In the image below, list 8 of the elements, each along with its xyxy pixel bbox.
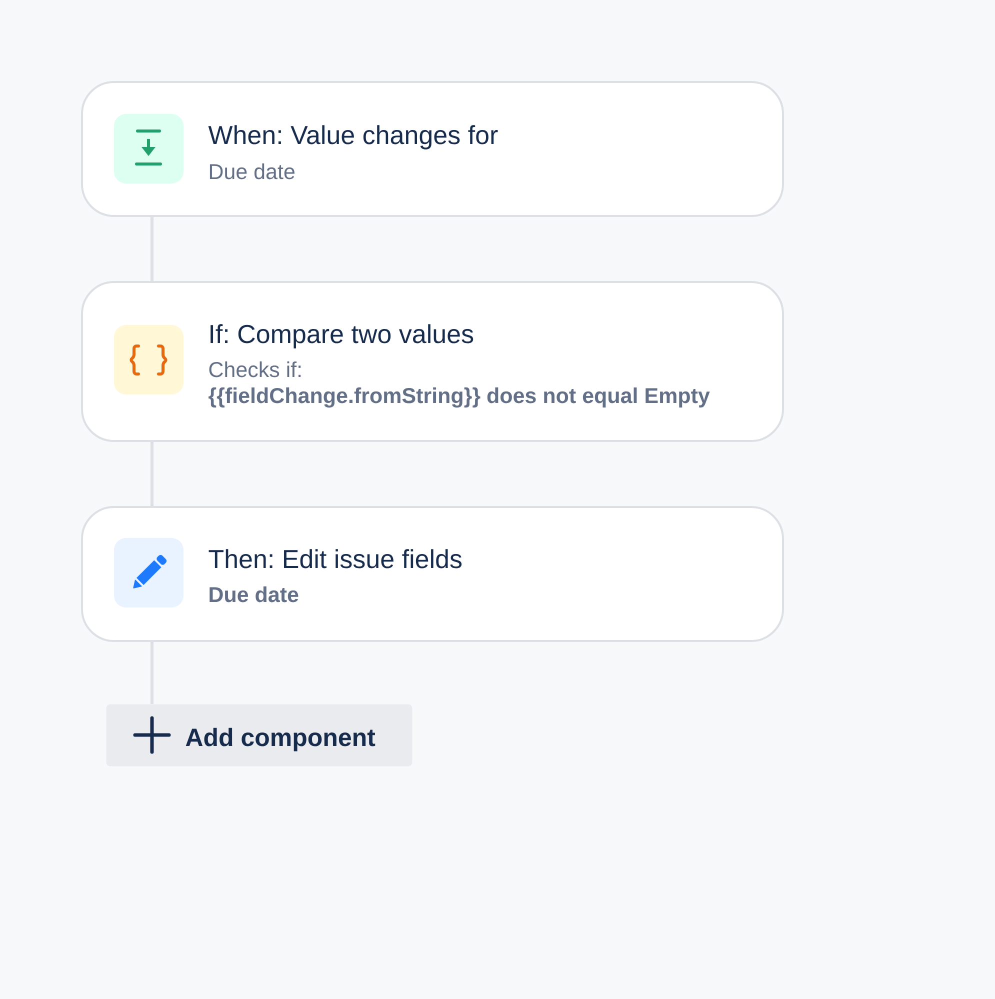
condition-text: {{fieldChange.fromString}} does not equal Empty (208, 387, 710, 408)
card-subtitle: Due date (210, 586, 298, 602)
card-subtitle: Due date (210, 163, 294, 180)
card-title: Then: Edit issue fields (208, 549, 462, 568)
card-title: If: Compare two values (210, 324, 474, 348)
card-subtitle: Checks if: (209, 361, 301, 378)
card-title: When: Value changes for (208, 125, 498, 150)
add-button: Add component (106, 704, 412, 766)
